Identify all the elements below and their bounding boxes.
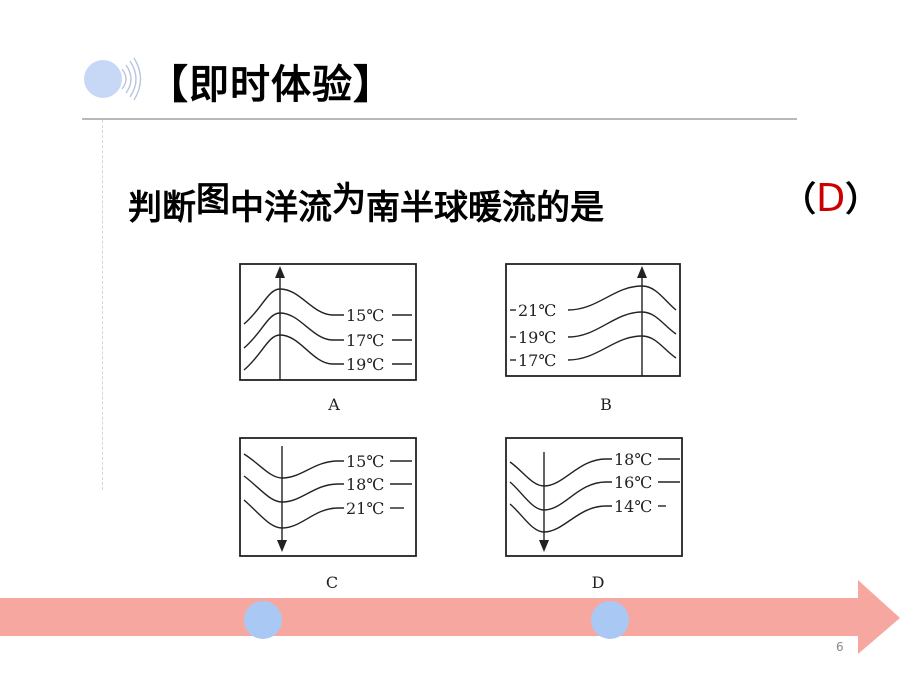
panel-c-isotherm-label-3: 21℃ [346, 499, 384, 518]
panel-c-frame [239, 437, 417, 557]
timeline-dot-2 [591, 601, 629, 639]
panel-d-isotherm-label-1: 18℃ [614, 450, 652, 469]
timeline-arrow [0, 580, 900, 654]
panel-a-isotherm-label-1: 15℃ [346, 306, 384, 325]
question-seg-5: 南半球暖流的是 [366, 188, 604, 228]
question-text: 判断图中洋流为南半球暖流的是 [128, 180, 604, 229]
panel-d-isotherm-3 [509, 503, 612, 533]
page-number: 6 [836, 640, 844, 654]
panel-a-isotherm-2 [243, 312, 344, 349]
panel-b-arrowhead-icon [637, 266, 647, 278]
timeline-dot-1 [244, 601, 282, 639]
panel-c-isotherm-label-2: 18℃ [346, 475, 384, 494]
panel-d-isotherm-1 [509, 458, 612, 487]
panel-d: 18℃ 16℃ 14℃ D [505, 437, 683, 592]
panel-b-frame [505, 263, 681, 377]
panel-b-isotherm-1 [567, 285, 677, 311]
panel-a-isotherm-label-2: 17℃ [346, 331, 384, 350]
panel-d-isotherm-2 [509, 481, 612, 511]
panel-b-isotherm-3 [567, 335, 677, 361]
slide-title: 【即时体验】 [148, 62, 394, 108]
panel-a-isotherm-1 [243, 288, 344, 325]
panel-b: 21℃ 19℃ 17℃ B [505, 263, 681, 414]
panel-c: 15℃ 18℃ 21℃ C [239, 437, 417, 592]
panel-d-caption: D [592, 573, 605, 592]
question-seg-2: 图 [196, 180, 230, 220]
question-seg-1: 判断 [128, 188, 196, 228]
panel-c-caption: C [326, 573, 338, 592]
panel-a-frame [239, 263, 417, 381]
panel-b-isotherm-label-3: 17℃ [518, 351, 556, 370]
panel-b-caption: B [600, 395, 612, 414]
timeline-arrow-shape [0, 580, 900, 654]
panel-b-isotherm-label-2: 19℃ [518, 328, 556, 347]
answer-letter: D [816, 176, 846, 220]
panel-c-isotherm-3 [243, 499, 344, 529]
panel-c-arrowhead-icon [277, 540, 287, 552]
panel-a: 15℃ 17℃ 19℃ A [239, 263, 417, 414]
answer-bracket: （D） [782, 172, 879, 221]
panel-c-isotherm-2 [243, 475, 344, 503]
question-seg-3: 中洋流 [230, 188, 332, 228]
panel-a-arrowhead-icon [275, 266, 285, 278]
question-seg-4: 为 [332, 180, 366, 220]
paren-close: ） [845, 180, 880, 220]
panel-c-isotherm-label-1: 15℃ [346, 452, 384, 471]
panel-a-isotherm-label-3: 19℃ [346, 355, 384, 374]
title-bullet-arcs-icon [121, 57, 142, 101]
panel-b-isotherm-2 [567, 311, 677, 338]
panel-d-arrowhead-icon [539, 540, 549, 552]
decorative-vertical-line [102, 120, 103, 490]
panel-d-isotherm-label-3: 14℃ [614, 497, 652, 516]
panel-d-frame [505, 437, 683, 557]
ocean-current-diagram: 15℃ 17℃ 19℃ A 21℃ 19℃ 17℃ B [239, 263, 683, 592]
panel-b-isotherm-label-1: 21℃ [518, 301, 556, 320]
paren-open: （ [782, 180, 816, 220]
title-underline [82, 118, 797, 120]
title-bullet-circle [84, 60, 122, 98]
panel-a-caption: A [327, 395, 340, 414]
panel-c-isotherm-1 [243, 453, 344, 479]
panel-d-isotherm-label-2: 16℃ [614, 473, 652, 492]
